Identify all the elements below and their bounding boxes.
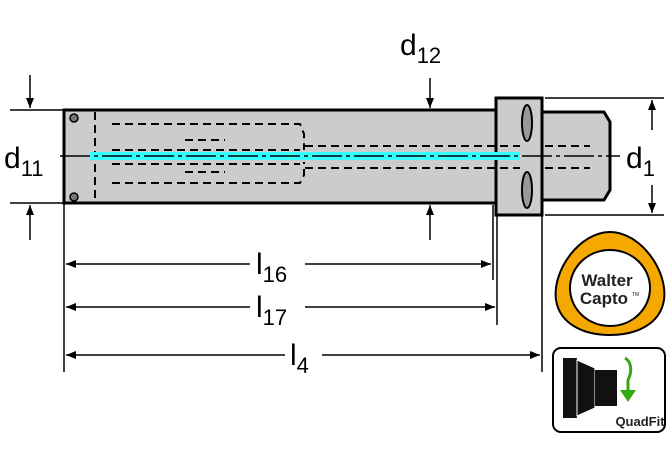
label-l4: l4 (290, 339, 309, 378)
quadfit-logo: QuadFit (552, 347, 666, 433)
svg-text:TM: TM (632, 292, 639, 298)
svg-text:QuadFit: QuadFit (615, 414, 665, 429)
label-l17: l17 (256, 291, 287, 330)
hidden-lines (94, 112, 590, 200)
svg-text:Capto: Capto (580, 289, 628, 308)
label-l16: l16 (256, 248, 287, 287)
screw-top (69, 113, 79, 123)
collar-slot-top (521, 104, 533, 142)
collar-slot-bottom (521, 171, 533, 209)
screw-bottom (69, 192, 79, 202)
svg-text:Walter: Walter (581, 271, 633, 290)
extension-lines (63, 203, 543, 372)
label-d11: d11 (4, 142, 44, 181)
label-d1: d1 (626, 142, 655, 181)
dimension-d11 (10, 75, 64, 240)
label-d12: d12 (400, 29, 441, 68)
walter-capto-logo: Walter Capto TM (554, 230, 666, 337)
dimension-d1 (545, 97, 664, 216)
